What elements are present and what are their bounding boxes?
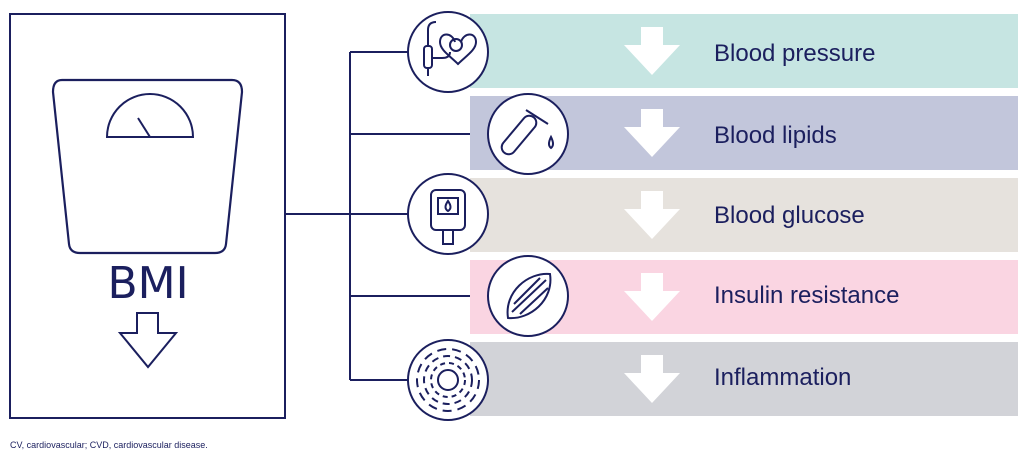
- row-label-blood-glucose: Blood glucose: [714, 202, 865, 229]
- down-arrow-icon: [624, 27, 680, 75]
- down-arrow-icon: [624, 355, 680, 403]
- row-label-inflammation: Inflammation: [714, 364, 851, 391]
- down-arrow-icon: [624, 191, 680, 239]
- muscle-icon: [487, 255, 569, 337]
- glucose-meter-icon: [407, 173, 489, 255]
- blood-pressure-heart-icon: [407, 11, 489, 93]
- row-label-insulin-resistance: Insulin resistance: [714, 282, 899, 309]
- row-band: [470, 342, 1018, 416]
- row-band: [470, 178, 1018, 252]
- test-tube-drop-icon: [487, 93, 569, 175]
- row-bands: [470, 14, 1018, 416]
- footnote: CV, cardiovascular; CVD, cardiovascular …: [10, 440, 208, 450]
- connector-lines: [285, 51, 488, 381]
- scale-icon: [51, 78, 244, 255]
- row-label-blood-lipids: Blood lipids: [714, 122, 837, 149]
- bmi-label: BMI: [107, 258, 188, 309]
- down-arrow-icon: [624, 109, 680, 157]
- down-arrow-icon: [624, 273, 680, 321]
- row-label-blood-pressure: Blood pressure: [714, 40, 875, 67]
- inflammation-rings-icon: [407, 339, 489, 421]
- down-arrow-icon: [117, 312, 179, 369]
- bmi-panel: BMI: [9, 13, 286, 419]
- row-band: [470, 14, 1018, 88]
